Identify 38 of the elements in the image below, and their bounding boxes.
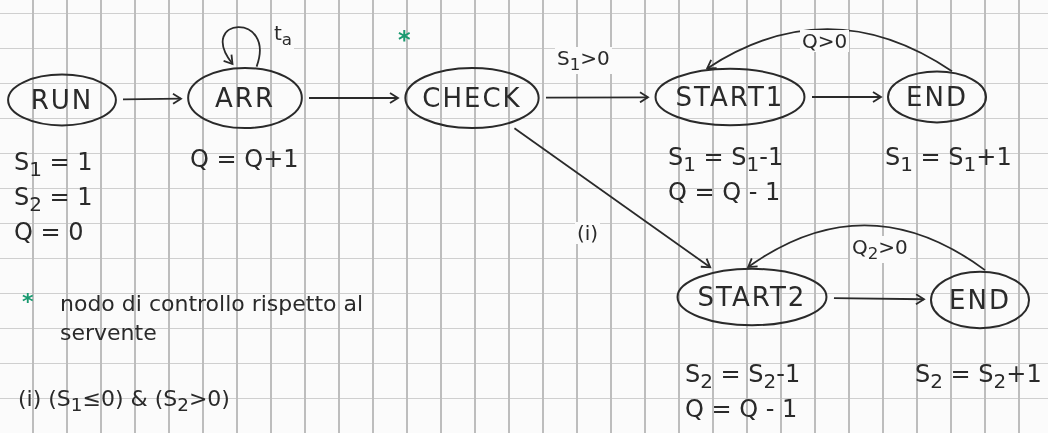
edge-label: Q>0: [800, 30, 850, 52]
state-action: S$_{2}$ = 1: [14, 185, 93, 214]
state-ellipse: [930, 270, 1030, 330]
state-ellipse: [676, 267, 828, 327]
state-action: S$_{1}$ = 1: [14, 150, 93, 179]
state-ellipse: [7, 73, 117, 127]
state-action: S$_{2}$ = S$_{2}$+1: [915, 362, 1042, 391]
asterisk-mark: *: [398, 28, 411, 52]
edge-label: S$_{1}$>0: [555, 47, 612, 75]
edge-label: Q$_{2}$>0: [850, 236, 910, 264]
state-name: RUN: [30, 85, 94, 115]
arrow: [811, 91, 882, 103]
state-name: START1: [675, 82, 785, 112]
state-name: START2: [697, 282, 807, 312]
state-name: END: [906, 82, 968, 112]
state-name: ARR: [215, 83, 275, 113]
state-action: Q = Q - 1: [685, 397, 798, 421]
arrow: [833, 293, 925, 306]
state-name: CHECK: [422, 83, 522, 113]
arrow: [308, 92, 399, 104]
note-text: (i) (S$_{1}$≤0) & (S$_{2}$>0): [18, 385, 231, 418]
state-ellipse: [654, 67, 806, 127]
state-ellipse: [187, 66, 303, 130]
state-action: Q = 0: [14, 220, 84, 244]
note-text: nodo di controllo rispetto al servente: [60, 290, 365, 347]
self-loop-arrow: [221, 26, 261, 68]
edge-label: (i): [575, 222, 601, 244]
state-action: S$_{1}$ = S$_{1}$+1: [885, 145, 1012, 174]
state-ellipse: [887, 70, 987, 124]
arrow: [545, 91, 649, 104]
state-action: S$_{1}$ = S$_{1}$-1: [668, 145, 784, 174]
arrow: [122, 92, 182, 105]
state-action: Q = Q - 1: [668, 180, 781, 204]
state-action: S$_{2}$ = S$_{2}$-1: [685, 362, 801, 391]
asterisk-mark: *: [22, 288, 35, 316]
state-ellipse: [404, 66, 540, 130]
state-name: END: [949, 285, 1011, 315]
state-action: Q = Q+1: [190, 147, 299, 171]
